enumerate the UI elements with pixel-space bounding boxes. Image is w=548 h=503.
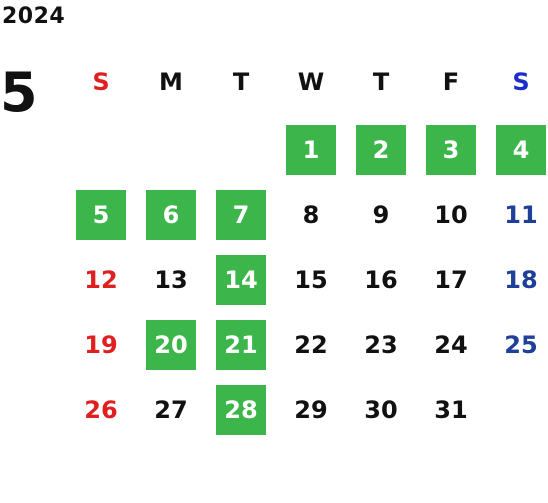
day-cell[interactable]: 18 (504, 266, 538, 294)
day-cell[interactable]: 31 (434, 396, 468, 424)
day-cell[interactable]: 25 (504, 331, 538, 359)
day-cell[interactable]: 12 (84, 266, 118, 294)
day-cell[interactable]: 22 (294, 331, 328, 359)
day-cell[interactable]: 10 (434, 201, 468, 229)
highlighted-day-cell[interactable]: 4 (496, 125, 546, 175)
weekday-label: M (159, 68, 183, 96)
highlighted-day-cell[interactable]: 14 (216, 255, 266, 305)
day-cell[interactable]: 24 (434, 331, 468, 359)
highlighted-day-cell[interactable]: 6 (146, 190, 196, 240)
weekday-label: W (297, 68, 325, 96)
day-cell[interactable]: 27 (154, 396, 188, 424)
year-label: 2024 (2, 4, 66, 29)
day-cell[interactable]: 11 (504, 201, 538, 229)
day-cell[interactable]: 30 (364, 396, 398, 424)
day-cell[interactable]: 15 (294, 266, 328, 294)
month-label: 5 (0, 61, 38, 124)
weekday-label: S (92, 68, 110, 96)
highlighted-day-cell[interactable]: 3 (426, 125, 476, 175)
day-cell[interactable]: 8 (302, 201, 320, 229)
day-cell[interactable]: 23 (364, 331, 398, 359)
weekday-label: S (512, 68, 530, 96)
weekday-label: T (372, 68, 390, 96)
highlighted-day-cell[interactable]: 7 (216, 190, 266, 240)
highlighted-day-cell[interactable]: 1 (286, 125, 336, 175)
day-cell[interactable]: 29 (294, 396, 328, 424)
highlighted-day-cell[interactable]: 5 (76, 190, 126, 240)
highlighted-day-cell[interactable]: 21 (216, 320, 266, 370)
highlighted-day-cell[interactable]: 2 (356, 125, 406, 175)
day-cell[interactable]: 26 (84, 396, 118, 424)
weekday-label: F (442, 68, 460, 96)
highlighted-day-cell[interactable]: 20 (146, 320, 196, 370)
day-cell[interactable]: 19 (84, 331, 118, 359)
day-cell[interactable]: 17 (434, 266, 468, 294)
day-cell[interactable]: 13 (154, 266, 188, 294)
highlighted-day-cell[interactable]: 28 (216, 385, 266, 435)
weekday-label: T (232, 68, 250, 96)
day-cell[interactable]: 9 (372, 201, 390, 229)
day-cell[interactable]: 16 (364, 266, 398, 294)
